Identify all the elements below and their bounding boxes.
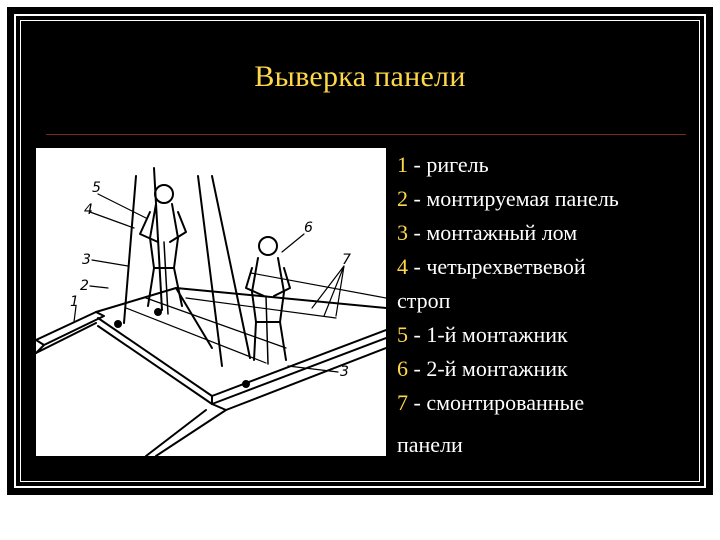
legend-item-7-cont: панели xyxy=(397,432,463,457)
legend-item-2: 2 - монтируемая панель xyxy=(397,186,619,211)
beam-left xyxy=(36,311,105,346)
label-2: 2 xyxy=(80,278,89,294)
label-1: 1 xyxy=(70,294,79,310)
sling-leg-1 xyxy=(123,175,137,324)
legend-item-7: 7 - смонтированные xyxy=(397,390,585,415)
floor-back-edge xyxy=(95,287,386,313)
beam-bottom xyxy=(155,403,227,456)
legend-item-4-cont: строп xyxy=(397,288,451,313)
legend-item-3: 3 - монтажный лом xyxy=(397,220,578,245)
label-3-bottom: 3 xyxy=(340,364,349,380)
label-4: 4 xyxy=(84,202,93,218)
legend-item-4: 4 - четырехветвевой xyxy=(397,254,586,279)
drawing-svg: 5 4 3 2 1 6 7 3 xyxy=(36,167,386,456)
label-6: 6 xyxy=(304,220,313,236)
worker-1 xyxy=(139,184,187,315)
slide-border-inner xyxy=(20,20,700,482)
legend-item-6: 6 - 2-й монтажник xyxy=(397,356,568,381)
sling-leg-3 xyxy=(197,175,223,367)
worker-2 xyxy=(245,236,291,365)
slide-title: Выверка панели xyxy=(254,60,466,93)
title-divider xyxy=(46,134,686,135)
label-3: 3 xyxy=(82,252,91,268)
legend-list: 1 - ригель 2 - монтируемая панель 3 - мо… xyxy=(397,148,697,462)
label-5: 5 xyxy=(92,180,101,196)
label-7: 7 xyxy=(342,252,351,268)
panel-alignment-drawing: 5 4 3 2 1 6 7 3 xyxy=(36,148,386,456)
legend-item-5: 5 - 1-й монтажник xyxy=(397,322,568,347)
legend-item-1: 1 - ригель xyxy=(397,152,489,177)
panel-front-edges xyxy=(97,317,386,397)
